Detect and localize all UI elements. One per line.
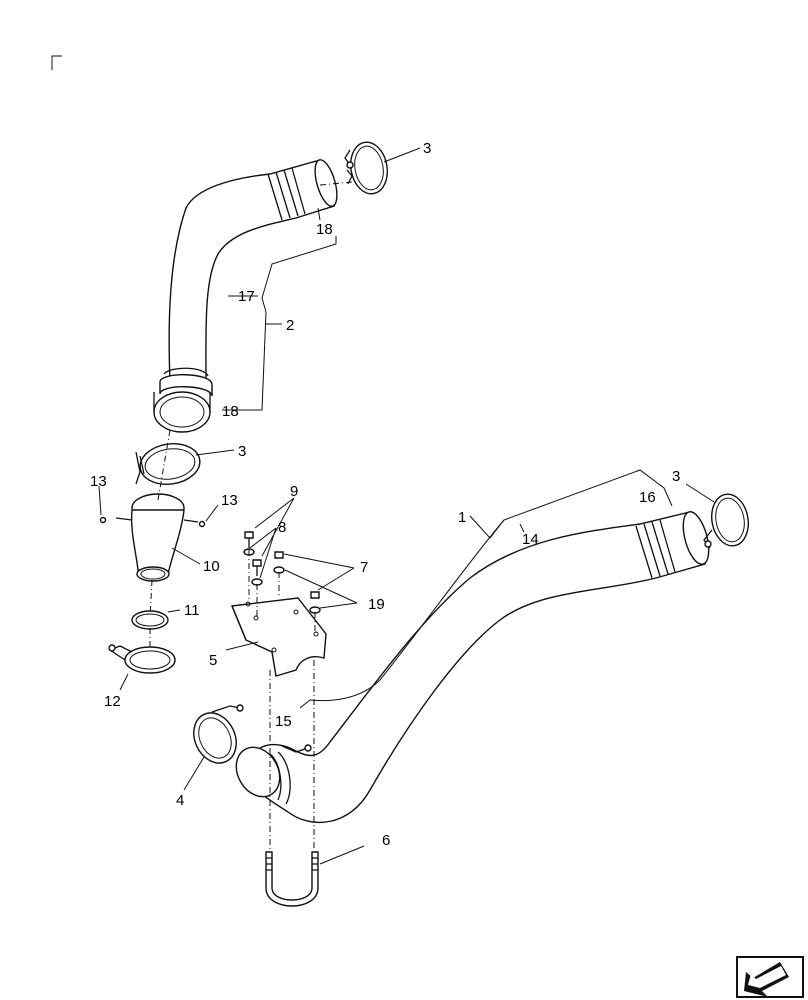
callout-8: 8 — [278, 519, 286, 536]
lower-tube — [235, 511, 710, 824]
callout-13-right: 13 — [221, 492, 238, 509]
callout-12: 12 — [104, 693, 121, 710]
callout-16: 16 — [639, 489, 656, 506]
callout-18-top: 18 — [316, 221, 333, 238]
o-ring — [131, 610, 169, 630]
mounting-bracket — [231, 531, 327, 677]
callout-3-top: 3 — [423, 140, 431, 157]
callout-10: 10 — [203, 558, 220, 575]
callout-4: 4 — [176, 792, 184, 809]
callout-17: 17 — [238, 288, 255, 305]
callout-13-left: 13 — [90, 473, 107, 490]
callout-15: 15 — [275, 713, 292, 730]
previous-page-button[interactable] — [736, 956, 804, 998]
clamp-right — [703, 493, 749, 549]
leader-lines — [98, 147, 715, 865]
corner-bracket-icon — [51, 55, 62, 70]
clamp-top — [319, 141, 388, 195]
callout-14: 14 — [522, 531, 539, 548]
callout-9: 9 — [290, 483, 298, 500]
callout-2: 2 — [286, 317, 294, 334]
callout-6: 6 — [382, 832, 390, 849]
callout-3-middle: 3 — [238, 443, 246, 460]
callout-18-bottom: 18 — [222, 403, 239, 420]
callout-7: 7 — [360, 559, 368, 576]
callout-19: 19 — [368, 596, 385, 613]
callout-3-right: 3 — [672, 468, 680, 485]
previous-page-arrow-icon — [744, 962, 789, 997]
clamp-middle — [135, 443, 201, 485]
callout-labels: 3 18 17 2 18 3 13 13 9 8 10 7 19 11 5 12… — [90, 140, 680, 849]
adapter-cone — [99, 429, 206, 619]
callout-1: 1 — [458, 509, 466, 526]
callout-11: 11 — [184, 602, 200, 619]
upper-tube — [153, 159, 338, 433]
callout-5: 5 — [209, 652, 217, 669]
v-clamp — [108, 628, 176, 674]
u-bolt — [265, 660, 319, 907]
clamp-lower-left — [193, 704, 244, 764]
